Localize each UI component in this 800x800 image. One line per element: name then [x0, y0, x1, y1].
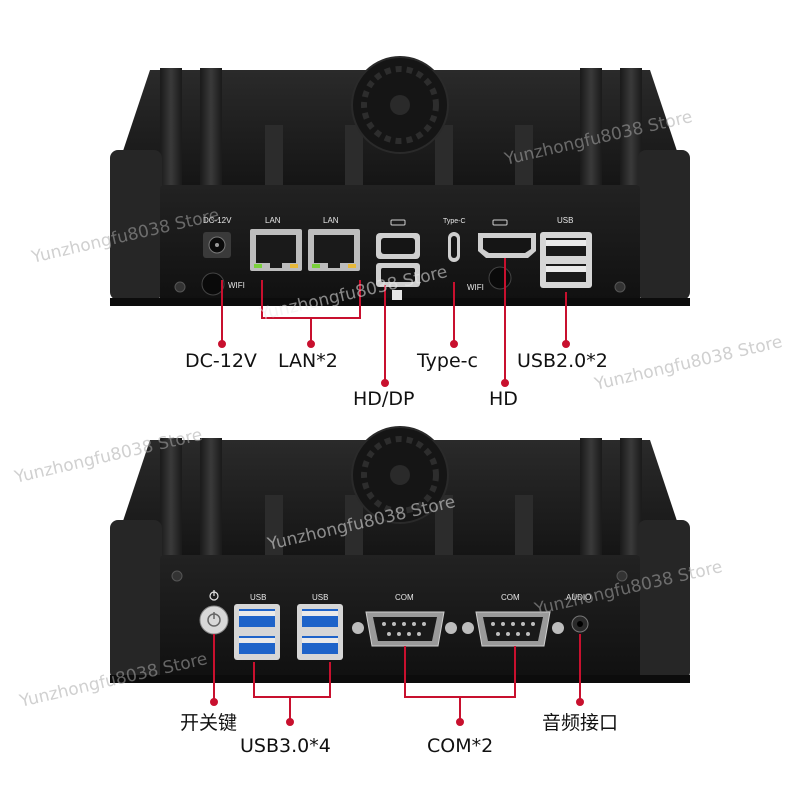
usb2-port-icon	[540, 232, 592, 288]
audio-port-label: AUDIO	[566, 593, 591, 602]
hd-dp-port-icon	[376, 233, 420, 300]
bottom-callout-lines	[210, 634, 584, 726]
dc-port-icon	[203, 232, 231, 258]
usb1-port-label: USB	[250, 593, 266, 602]
top-device: DC-12V LAN LAN Type-C USB WIFI WIFI	[110, 56, 690, 306]
power-symbol-icon	[209, 590, 219, 601]
lan-callout-label: LAN*2	[278, 350, 338, 372]
wifi2-label: WIFI	[467, 283, 484, 292]
hd-port-icon	[478, 233, 536, 258]
usb3-port-2-icon	[297, 604, 343, 660]
dc-callout-label: DC-12V	[185, 350, 257, 372]
usb2-port-label: USB	[312, 593, 328, 602]
usb2-callout-label: USB2.0*2	[517, 350, 608, 372]
com1-port-label: COM	[395, 593, 414, 602]
wifi1-label: WIFI	[228, 281, 245, 290]
dc-port-label: DC-12V	[203, 216, 232, 225]
usb-port-label: USB	[557, 216, 573, 225]
power-button-icon	[199, 605, 229, 635]
audio-jack-icon	[571, 615, 589, 633]
usb3-port-1-icon	[234, 604, 280, 660]
wifi-antenna-icon	[488, 266, 512, 290]
typec-callout-label: Type-c	[417, 350, 478, 372]
top-callout-lines	[218, 258, 570, 387]
hd-callout-label: HD	[489, 388, 518, 410]
com-port-2-icon	[462, 611, 564, 647]
audio-callout-label: 音频接口	[542, 712, 619, 734]
top-fan-icon	[351, 56, 449, 154]
typec-port-icon	[448, 232, 460, 262]
power-callout-label: 开关键	[180, 712, 238, 734]
top-heatsink-fins	[160, 68, 642, 188]
bottom-fan-icon	[351, 426, 449, 524]
wifi-antenna-icon	[201, 272, 225, 296]
lan1-port-label: LAN	[265, 216, 281, 225]
bottom-heatsink-fins	[160, 438, 642, 558]
usb3-callout-label: USB3.0*4	[240, 735, 331, 757]
lan-port-1-icon	[250, 229, 302, 271]
typec-port-label: Type-C	[443, 218, 466, 225]
com2-port-label: COM	[501, 593, 520, 602]
bottom-device: USB USB COM COM AUDIO	[110, 426, 690, 683]
lan-port-2-icon	[308, 229, 360, 271]
hddp-callout-label: HD/DP	[353, 388, 415, 410]
com-port-1-icon	[352, 611, 457, 647]
lan2-port-label: LAN	[323, 216, 339, 225]
com-callout-label: COM*2	[427, 735, 494, 757]
